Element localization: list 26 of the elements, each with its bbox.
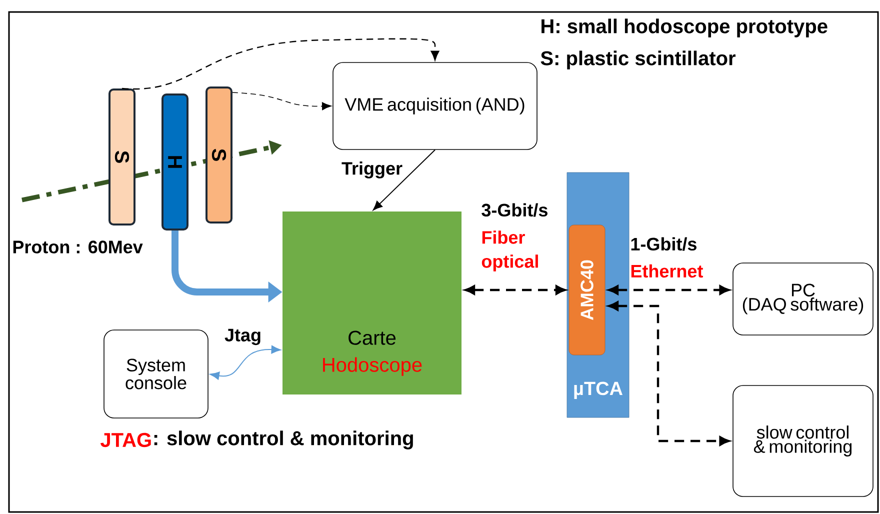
scintillator-plate: S bbox=[108, 88, 136, 226]
arrow bbox=[608, 301, 730, 446]
label-text: 3-Gbit/s bbox=[482, 203, 548, 217]
edge-label: Jtag bbox=[224, 328, 262, 346]
board-box: Carte Hodoscope bbox=[282, 212, 462, 394]
process-box: PC (DAQ software) bbox=[732, 262, 874, 336]
hodoscope-plate: H bbox=[162, 94, 188, 230]
process-box: VME acquisition (AND) bbox=[332, 62, 538, 150]
label-text: S: plastic scintillator bbox=[540, 50, 736, 70]
arrow bbox=[122, 38, 440, 90]
arrow bbox=[608, 285, 730, 295]
edge-label: Trigger bbox=[340, 160, 404, 180]
label-text: Proton : 60Mev bbox=[13, 240, 143, 254]
arrow bbox=[464, 285, 566, 295]
card-box: AMC40 bbox=[568, 224, 606, 356]
arrow bbox=[232, 92, 332, 110]
scintillator-plate: S bbox=[206, 86, 232, 224]
label-text: Ethernet bbox=[631, 264, 703, 278]
process-box: System console bbox=[104, 330, 208, 418]
arrow bbox=[210, 345, 281, 380]
label-text: H: small hodoscope prototype bbox=[542, 18, 828, 38]
label-text: Fiber optical bbox=[482, 230, 538, 272]
process-box: slow control & monitoring bbox=[732, 385, 874, 497]
label-text: 1-Gbit/s bbox=[631, 237, 696, 251]
note-text: : slow control & monitoring bbox=[154, 430, 413, 450]
arrow bbox=[372, 149, 436, 210]
